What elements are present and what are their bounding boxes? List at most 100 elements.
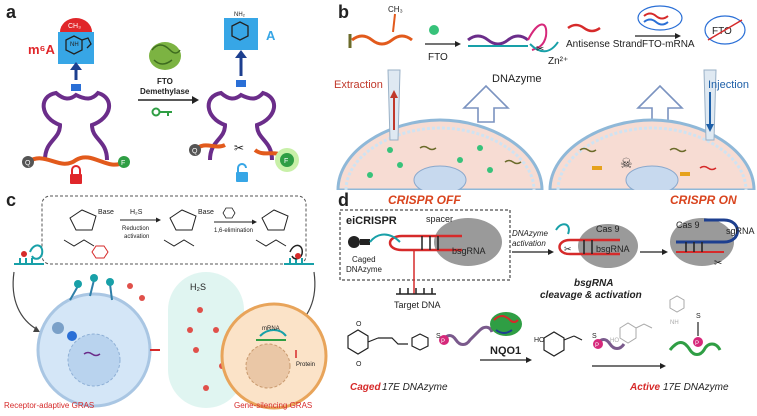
svg-text:O: O: [356, 361, 362, 368]
dnazyme-label: DNAzyme: [492, 73, 542, 85]
svg-text:Base: Base: [98, 209, 114, 216]
sgrna-loop: [676, 218, 739, 244]
bsgrna-label-left: bsgRNA: [452, 246, 486, 256]
svg-text:P: P: [695, 341, 699, 347]
svg-text:bsgRNA: bsgRNA: [596, 244, 630, 254]
cleavage-label-2: cleavage & activation: [540, 290, 642, 301]
fluor-right: [280, 153, 294, 167]
svg-text:P: P: [595, 343, 599, 349]
extraction-label: Extraction: [334, 79, 383, 91]
svg-text:Cas 9: Cas 9: [596, 224, 620, 234]
bsgrna-left: [388, 234, 462, 252]
quencher-right: [189, 144, 201, 156]
active-dnazyme-strand: [668, 341, 722, 356]
enzyme-label-2: Demethylase: [140, 87, 190, 96]
fto-enzyme-icon: [149, 42, 181, 70]
scissors-icon: ✂: [234, 141, 244, 155]
spacer-label: spacer: [426, 214, 453, 224]
svg-text:S: S: [592, 333, 597, 340]
lock-icon: [70, 174, 82, 184]
mrna-bubble: [637, 5, 683, 31]
panel-d-label: d: [338, 190, 349, 210]
panel-b-diagram: CH₃ FTO ✂ Zn²⁺ DNAzyme Antisense Strand …: [334, 5, 756, 195]
antisense-label: Antisense Strand: [566, 39, 642, 50]
svg-text:S: S: [696, 313, 701, 320]
eicrispr-label: eiCRISPR: [346, 215, 397, 227]
panel-a: a CH₃ NH m⁶A Q F FTO Demethylase: [0, 0, 330, 190]
svg-text:HO: HO: [534, 337, 545, 344]
fluor-left: [118, 156, 130, 168]
key-icon: [151, 107, 172, 117]
panel-b-label: b: [338, 2, 349, 22]
svg-text:S: S: [436, 333, 441, 340]
svg-text:Caged: Caged: [352, 255, 376, 264]
unlock-icon: [236, 163, 248, 182]
crispr-on-label: CRISPR ON: [670, 193, 737, 207]
enzyme-label-1: FTO: [157, 77, 173, 86]
panel-c-diagram: Base H₂S Reduction activation Base 1,6-e…: [4, 195, 328, 410]
fto-box-bubble: [704, 15, 746, 45]
left-caption: Receptor-adaptive GRAS: [4, 401, 94, 410]
svg-text:Q: Q: [192, 148, 198, 155]
a-base-box: [224, 18, 258, 50]
svg-text:DNAzyme: DNAzyme: [346, 265, 383, 274]
panel-c-label: c: [6, 190, 17, 210]
right-hairpin-c: [284, 258, 314, 265]
h2s-cell-label: H₂S: [190, 282, 206, 292]
m6a-label: m⁶A: [28, 42, 56, 57]
m6a-methyl-cap: [60, 18, 92, 32]
svg-text:activation: activation: [124, 234, 149, 240]
caged-dnazyme-strand: [440, 325, 494, 346]
eicrispr-box: [339, 209, 511, 281]
scissors-d2: ✂: [714, 258, 722, 269]
cas9-blob-left: [434, 218, 502, 266]
cleavage-label-1: bsgRNA: [574, 278, 613, 289]
right-caption: Gene-silencing GRAS: [234, 401, 312, 410]
panel-d-diagram: CRISPR OFF CRISPR ON eiCRISPR spacer bsg…: [339, 193, 755, 393]
svg-text:NH₂: NH₂: [234, 12, 246, 18]
scissors-b: ✂: [536, 44, 544, 55]
chem-box: [41, 195, 307, 265]
phosphate-right: [693, 337, 703, 347]
svg-text:Q: Q: [25, 160, 31, 167]
left-hairpin: [41, 90, 111, 161]
right-hairpin: [206, 90, 276, 161]
dnazyme-strand: [467, 34, 529, 46]
nucleus-left: [413, 165, 467, 195]
panel-a-diagram: CH₃ NH m⁶A Q F FTO Demethylase: [22, 12, 299, 184]
active-17e-red: Active: [629, 382, 660, 393]
nqo1-label: NQO1: [490, 345, 521, 357]
crispr-off-label: CRISPR OFF: [388, 193, 461, 207]
panel-d: d CRISPR OFF CRISPR ON eiCRISPR spacer b…: [330, 190, 757, 411]
svg-text:O: O: [356, 321, 362, 328]
caged-17e-red: Caged: [350, 382, 381, 393]
panel-c: c Base H₂S Reduction activation Base 1,6…: [0, 190, 330, 411]
protein-label: Protein: [296, 362, 315, 368]
left-hairpin-c: [14, 258, 44, 265]
svg-text:DNAzyme: DNAzyme: [512, 229, 549, 238]
fto-dot: [429, 25, 439, 35]
svg-text:CH₃: CH₃: [388, 5, 403, 14]
quencher-left: [22, 156, 34, 168]
svg-text:Reduction: Reduction: [122, 226, 149, 232]
cas9-blob-mid: [578, 224, 638, 268]
caged-17e-black: 17E DNAzyme: [382, 382, 448, 393]
target-dna-label: Target DNA: [394, 300, 441, 310]
panel-b: b CH₃ FTO ✂ Zn²⁺ DNAzyme Antisense Stran…: [330, 0, 757, 195]
active-17e-black: 17E DNAzyme: [663, 382, 729, 393]
methyl-text-a: CH₃: [68, 23, 81, 30]
caged-lock-icon: [348, 236, 370, 248]
left-dna-strand: [26, 155, 126, 167]
mrna-label: mRNA: [262, 326, 280, 332]
injection-label: Injection: [708, 79, 749, 91]
a-label: A: [266, 28, 276, 43]
fto-label: FTO: [428, 52, 448, 63]
methylated-strand: [351, 34, 413, 46]
zn-label: Zn²⁺: [548, 56, 568, 67]
phosphate-left: [439, 335, 449, 345]
svg-text:1,6-elimination: 1,6-elimination: [214, 228, 253, 234]
nucleus-right: [625, 165, 679, 195]
svg-text:activation: activation: [512, 239, 546, 248]
svg-text:P: P: [441, 339, 445, 345]
